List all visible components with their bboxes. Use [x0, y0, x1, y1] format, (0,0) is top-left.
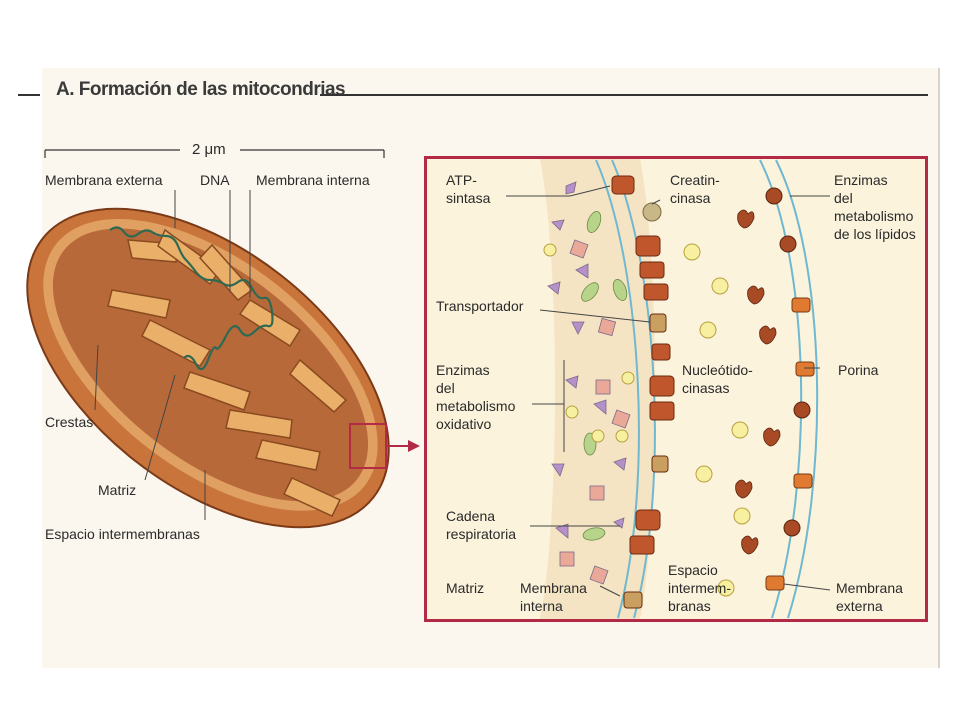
label-transportador: Transportador: [436, 298, 524, 314]
inset-frame: [424, 156, 928, 622]
nucleotide-kinases: [735, 209, 781, 555]
header-rule-left: [18, 94, 40, 96]
label-membrana-externa: Membrana externa: [45, 172, 163, 188]
label-dna: DNA: [200, 172, 230, 188]
label-enzimas-lipidos-1: Enzimas: [834, 172, 888, 188]
header-rule-right: [320, 94, 928, 96]
creatine-kinase-shape: [642, 202, 662, 222]
matrix-enzymes: [547, 181, 631, 585]
label-nucleotido-cinasas-1: Nucleótido-: [682, 362, 753, 378]
figure-title: A. Formación de las mitocondrias: [56, 79, 346, 100]
mitochondrion: [26, 190, 420, 529]
inset-background: [427, 159, 925, 619]
label-espacio-inset-3: branas: [668, 598, 711, 614]
scale-label: 2 μm: [188, 142, 230, 158]
label-enzimas-oxidativo-4: oxidativo: [436, 416, 492, 432]
label-nucleotido-cinasas-2: cinasas: [682, 380, 730, 396]
label-cadena-respiratoria-2: respiratoria: [446, 526, 517, 542]
label-enzimas-lipidos-2: del: [834, 190, 853, 206]
label-membrana-interna-inset-1: Membrana: [520, 580, 587, 596]
label-membrana-externa-inset-2: externa: [836, 598, 883, 614]
inner-membrane-proteins: [611, 175, 675, 609]
label-porina: Porina: [838, 362, 879, 378]
intermembrane-metabolites: [683, 243, 751, 597]
label-enzimas-oxidativo-3: metabolismo: [436, 398, 516, 414]
label-cadena-respiratoria-1: Cadena: [446, 508, 496, 524]
label-espacio-inset-2: intermem-: [668, 580, 732, 596]
outer-membrane-proteins: [765, 187, 815, 591]
label-matriz: Matriz: [98, 482, 137, 498]
label-enzimas-lipidos-3: metabolismo: [834, 208, 914, 224]
label-atp-sintasa-1: ATP-: [446, 172, 477, 188]
label-matriz-inset: Matriz: [446, 580, 485, 596]
label-membrana-interna: Membrana interna: [256, 172, 370, 188]
label-enzimas-oxidativo-1: Enzimas: [436, 362, 490, 378]
label-enzimas-oxidativo-2: del: [436, 380, 455, 396]
label-creatin-cinasa-1: Creatin-: [670, 172, 720, 188]
section-header: [18, 82, 930, 108]
label-espacio-inset-1: Espacio: [668, 562, 718, 578]
scan-edge: [938, 68, 940, 668]
label-creatin-cinasa-2: cinasa: [670, 190, 711, 206]
inset-leader-lines: [506, 185, 831, 597]
scale-bar: [44, 149, 385, 158]
label-atp-sintasa-2: sintasa: [446, 190, 491, 206]
label-enzimas-lipidos-4: de los lípidos: [834, 226, 916, 242]
inner-membrane: [595, 159, 656, 619]
label-membrana-externa-inset-1: Membrana: [836, 580, 903, 596]
label-espacio-intermembranas: Espacio intermembranas: [45, 526, 200, 542]
label-membrana-interna-inset-2: interna: [520, 598, 563, 614]
label-crestas: Crestas: [45, 414, 94, 430]
matrix-metabolites: [543, 243, 635, 443]
